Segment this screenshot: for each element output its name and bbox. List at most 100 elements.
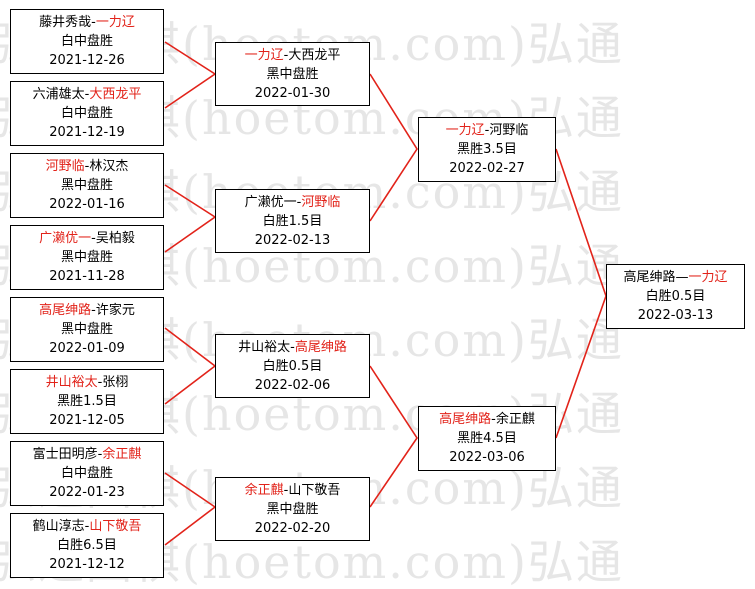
players: 藤井秀哉-一力辽 xyxy=(39,13,135,32)
result: 黑中盘胜 xyxy=(266,66,319,82)
date: 2021-11-28 xyxy=(49,269,125,284)
bracket-connector xyxy=(164,472,217,546)
match-box: 高尾绅路-余正麒 黑胜4.5目 2022-03-06 xyxy=(418,406,556,471)
black-player: 高尾绅路 xyxy=(439,412,492,427)
separator: - xyxy=(290,339,295,355)
black-player: 一力辽 xyxy=(244,47,284,63)
match-box: 一力辽-大西龙平 黑中盘胜 2022-01-30 xyxy=(215,42,370,106)
match-box: 一力辽-河野临 黑胜3.5目 2022-02-27 xyxy=(418,117,556,182)
date: 2022-03-06 xyxy=(449,450,525,465)
match-box: 藤井秀哉-一力辽 白中盘胜 2021-12-26 xyxy=(10,9,164,74)
players: 井山裕太-张栩 xyxy=(46,373,129,392)
date: 2022-01-23 xyxy=(49,485,125,500)
date: 2022-03-13 xyxy=(637,308,714,323)
result: 白胜0.5目 xyxy=(645,289,706,304)
bracket-connector xyxy=(369,365,418,508)
result: 黑中盘胜 xyxy=(60,322,113,337)
date: 2022-01-09 xyxy=(49,341,125,356)
players: 河野临-林汉杰 xyxy=(46,157,129,176)
separator: - xyxy=(97,447,103,462)
black-player: 鹤山淳志 xyxy=(32,519,85,534)
separator: - xyxy=(283,47,289,63)
separator: — xyxy=(675,270,689,285)
white-player: 余正麒 xyxy=(495,412,535,427)
black-player: 广濑优一 xyxy=(244,194,297,210)
players: 一力辽-河野临 xyxy=(446,121,529,140)
players: 井山裕太-高尾绅路 xyxy=(238,338,347,357)
separator: - xyxy=(84,519,90,534)
date: 2022-02-06 xyxy=(254,377,331,393)
result: 黑中盘胜 xyxy=(60,250,113,265)
result: 白胜0.5目 xyxy=(262,358,323,374)
black-player: 高尾绅路 xyxy=(39,303,92,318)
match-box: 富士田明彦-余正麒 白中盘胜 2022-01-23 xyxy=(10,441,164,506)
result: 黑中盘胜 xyxy=(60,178,113,193)
match-box: 高尾绅路—一力辽 白胜0.5目 2022-03-13 xyxy=(606,264,745,329)
result: 白胜6.5目 xyxy=(57,538,117,553)
match-box: 广濑优一-河野临 白胜1.5目 2022-02-13 xyxy=(215,189,370,253)
black-player: 井山裕太 xyxy=(238,339,291,355)
players: 六浦雄太-大西龙平 xyxy=(33,85,142,104)
black-player: 六浦雄太 xyxy=(32,87,85,102)
match-box: 鹤山淳志-山下敬吾 白胜6.5目 2021-12-12 xyxy=(10,513,164,578)
players: 高尾绅路—一力辽 xyxy=(623,268,727,287)
date: 2021-12-05 xyxy=(49,413,125,428)
date: 2021-12-19 xyxy=(49,125,125,140)
result: 黑中盘胜 xyxy=(266,501,319,517)
separator: - xyxy=(91,231,96,246)
black-player: 河野临 xyxy=(45,159,85,174)
black-player: 井山裕太 xyxy=(45,375,98,390)
black-player: 余正麒 xyxy=(244,482,284,498)
bracket-connector xyxy=(164,327,217,405)
result: 黑胜3.5目 xyxy=(457,142,517,157)
white-player: 张栩 xyxy=(102,375,129,390)
result: 黑胜4.5目 xyxy=(457,431,517,446)
white-player: 一力辽 xyxy=(95,15,135,30)
black-player: 广濑优一 xyxy=(39,231,92,246)
match-box: 河野临-林汉杰 黑中盘胜 2022-01-16 xyxy=(10,153,164,218)
match-box: 余正麒-山下敬吾 黑中盘胜 2022-02-20 xyxy=(215,477,370,541)
white-player: 林汉杰 xyxy=(89,159,129,174)
black-player: 富士田明彦 xyxy=(32,447,98,462)
white-player: 余正麒 xyxy=(102,447,142,462)
date: 2022-01-16 xyxy=(49,197,125,212)
date: 2022-02-27 xyxy=(449,161,525,176)
white-player: 高尾绅路 xyxy=(294,339,347,355)
match-box: 广濑优一-吴柏毅 黑中盘胜 2021-11-28 xyxy=(10,225,164,290)
bracket-connector xyxy=(164,41,217,109)
white-player: 一力辽 xyxy=(688,270,728,285)
match-box: 高尾绅路-许家元 黑中盘胜 2022-01-09 xyxy=(10,297,164,362)
players: 富士田明彦-余正麒 xyxy=(33,445,142,464)
white-player: 山下敬吾 xyxy=(89,519,142,534)
date: 2022-01-30 xyxy=(254,85,331,101)
separator: - xyxy=(84,87,90,102)
date: 2021-12-12 xyxy=(49,557,125,572)
result: 黑胜1.5目 xyxy=(57,394,117,409)
result: 白中盘胜 xyxy=(60,106,113,121)
white-player: 河野临 xyxy=(301,194,341,210)
separator: - xyxy=(484,123,490,138)
black-player: 藤井秀哉 xyxy=(39,15,92,30)
separator: - xyxy=(296,194,302,210)
separator: - xyxy=(283,482,289,498)
separator: - xyxy=(91,15,96,30)
match-box: 井山裕太-张栩 黑胜1.5目 2021-12-05 xyxy=(10,369,164,434)
white-player: 大西龙平 xyxy=(288,47,341,63)
separator: - xyxy=(97,375,103,390)
white-player: 山下敬吾 xyxy=(288,482,341,498)
date: 2022-02-20 xyxy=(254,520,331,536)
players: 一力辽-大西龙平 xyxy=(245,46,341,65)
date: 2021-12-26 xyxy=(49,53,125,68)
bracket-connector xyxy=(369,73,418,222)
white-player: 大西龙平 xyxy=(89,87,142,102)
bracket-connector xyxy=(555,148,607,439)
white-player: 河野临 xyxy=(489,123,529,138)
separator: - xyxy=(84,159,90,174)
players: 余正麒-山下敬吾 xyxy=(245,481,341,500)
match-box: 六浦雄太-大西龙平 白中盘胜 2021-12-19 xyxy=(10,81,164,146)
players: 高尾绅路-许家元 xyxy=(39,301,135,320)
black-player: 一力辽 xyxy=(445,123,485,138)
match-box: 井山裕太-高尾绅路 白胜0.5目 2022-02-06 xyxy=(215,334,370,398)
result: 白胜1.5目 xyxy=(262,213,323,229)
separator: - xyxy=(491,412,496,427)
